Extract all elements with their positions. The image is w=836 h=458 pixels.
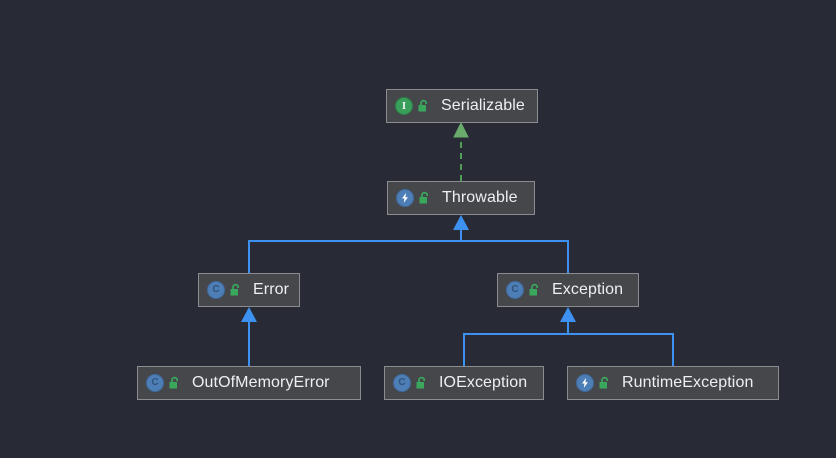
unlocked-padlock-icon <box>415 376 428 390</box>
abstract-class-icon <box>576 374 594 392</box>
node-icon-group: C <box>506 281 541 299</box>
unlocked-padlock-icon <box>598 376 611 390</box>
node-icon-group: I <box>395 97 430 115</box>
node-label: Error <box>253 281 290 298</box>
edge-ioexception-exception <box>463 307 576 366</box>
node-icon-group <box>396 189 431 207</box>
unlocked-padlock-icon <box>168 376 181 390</box>
interface-icon-glyph: I <box>401 99 407 112</box>
edge-throwable-serializable <box>453 121 469 181</box>
class-icon-glyph: C <box>511 284 519 295</box>
node-icon-group: C <box>393 374 428 392</box>
edge-outofmemoryerror-error <box>241 307 257 366</box>
node-label: OutOfMemoryError <box>192 374 330 391</box>
node-icon-group: C <box>207 281 242 299</box>
abstract-class-icon <box>396 189 414 207</box>
node-label: RuntimeException <box>622 374 754 391</box>
edge-runtimeexception-exception <box>568 333 674 366</box>
node-icon-group: C <box>146 374 181 392</box>
unlocked-padlock-icon <box>528 283 541 297</box>
node-throwable[interactable]: Throwable <box>387 181 535 215</box>
class-icon-glyph: C <box>151 377 159 388</box>
node-label: IOException <box>439 374 528 391</box>
class-icon: C <box>506 281 524 299</box>
node-exception[interactable]: C Exception <box>497 273 639 307</box>
interface-icon: I <box>395 97 413 115</box>
unlocked-padlock-icon <box>417 99 430 113</box>
class-icon: C <box>146 374 164 392</box>
class-icon: C <box>207 281 225 299</box>
edge-exception-throwable <box>461 240 569 273</box>
edge-error-throwable <box>248 215 469 273</box>
unlocked-padlock-icon <box>418 191 431 205</box>
node-outofmemoryerror[interactable]: C OutOfMemoryError <box>137 366 361 400</box>
node-serializable[interactable]: I Serializable <box>386 89 538 123</box>
node-ioexception[interactable]: C IOException <box>384 366 544 400</box>
node-label: Exception <box>552 281 624 298</box>
node-label: Throwable <box>442 189 518 206</box>
class-icon-glyph: C <box>398 377 406 388</box>
node-label: Serializable <box>441 97 525 114</box>
class-icon-glyph: C <box>212 284 220 295</box>
node-runtimeexception[interactable]: RuntimeException <box>567 366 779 400</box>
unlocked-padlock-icon <box>229 283 242 297</box>
node-icon-group <box>576 374 611 392</box>
class-icon: C <box>393 374 411 392</box>
node-error[interactable]: C Error <box>198 273 300 307</box>
